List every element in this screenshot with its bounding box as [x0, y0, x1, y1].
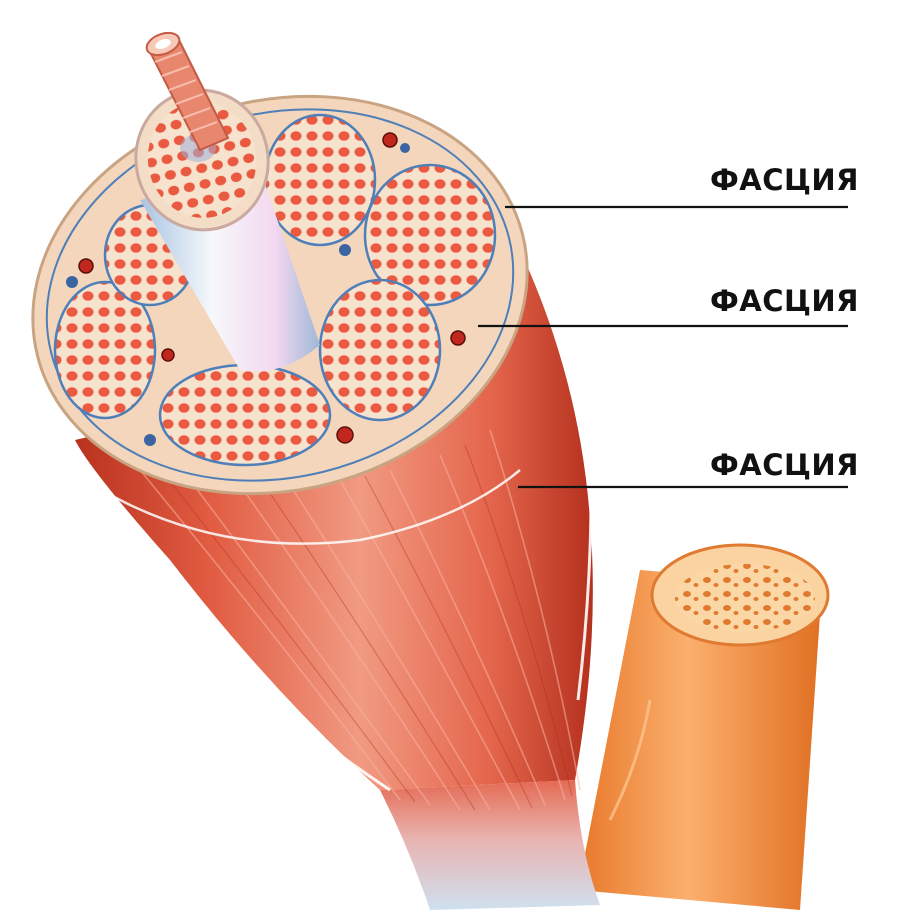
fascia-label-3: ФАСЦИЯ [710, 448, 859, 482]
fascicle-group [53, 113, 497, 467]
fascia-label-1: ФАСЦИЯ [710, 163, 859, 197]
fascicle [53, 280, 157, 420]
muscle-fiber-lines [139, 429, 581, 811]
blood-vessels [66, 132, 466, 446]
outer-fascia-sheath [60, 229, 593, 792]
muscle-cross-section [31, 31, 529, 496]
muscle-fiber-strand [145, 31, 230, 152]
fascia-label-2: ФАСЦИЯ [710, 284, 859, 318]
extracted-fascicle [134, 88, 320, 372]
fascicle [158, 363, 332, 467]
fascicle [318, 278, 442, 422]
bone [578, 543, 830, 910]
fascicle [363, 163, 497, 307]
label-leaders [478, 205, 848, 489]
fascicle [263, 113, 377, 247]
